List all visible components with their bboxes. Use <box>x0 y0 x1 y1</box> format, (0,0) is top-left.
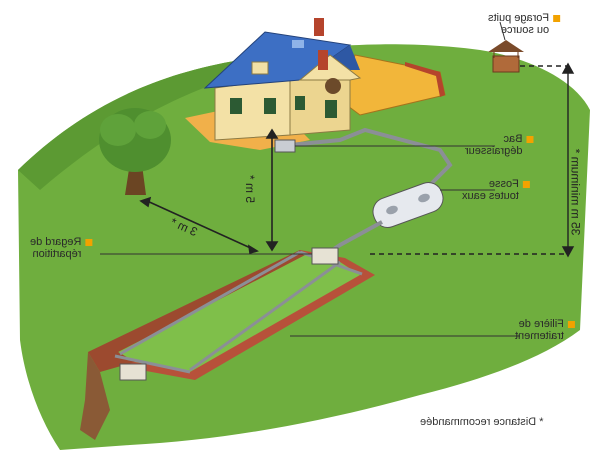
label-regard-line1: Regard de <box>30 236 81 248</box>
label-filiere: Filière de traitement <box>515 318 575 342</box>
label-forage-line2: ou source <box>501 24 549 36</box>
label-fosse-marker <box>523 181 530 188</box>
bac-degraisseur <box>275 140 295 152</box>
label-bac-line2: dégraisseur <box>465 145 522 157</box>
label-filiere-line2: traitement <box>515 330 564 342</box>
well <box>488 40 524 72</box>
footnote: * Distance recommandée <box>420 416 544 428</box>
label-regard-marker <box>85 239 92 246</box>
label-filiere-marker <box>568 321 575 328</box>
label-fosse-line2: toutes eaux <box>462 190 519 202</box>
label-forage-text: Forage puits ou source <box>488 12 549 36</box>
label-fosse-text: Fosse toutes eaux <box>462 178 519 202</box>
distance-house-label: 5 m * <box>243 175 257 203</box>
label-bac: Bac dégraisseur <box>465 133 533 157</box>
label-fosse-line1: Fosse <box>489 178 519 190</box>
label-forage: Forage puits ou source <box>488 12 560 36</box>
label-filiere-text: Filière de traitement <box>515 318 564 342</box>
regard-repartition <box>312 248 338 264</box>
label-bac-text: Bac dégraisseur <box>465 133 522 157</box>
label-bac-marker <box>526 136 533 143</box>
house <box>205 18 360 140</box>
label-forage-marker <box>553 15 560 22</box>
distance-well-label: 35 m minimum * <box>568 149 582 236</box>
label-regard: Regard de répartition <box>30 236 92 260</box>
label-forage-line1: Forage puits <box>488 12 549 24</box>
regard-bouclage <box>120 364 146 380</box>
label-regard-line2: répartition <box>32 248 81 260</box>
label-bac-line1: Bac <box>504 133 523 145</box>
label-fosse: Fosse toutes eaux <box>462 178 530 202</box>
label-regard-text: Regard de répartition <box>30 236 81 260</box>
label-filiere-line1: Filière de <box>519 318 564 330</box>
